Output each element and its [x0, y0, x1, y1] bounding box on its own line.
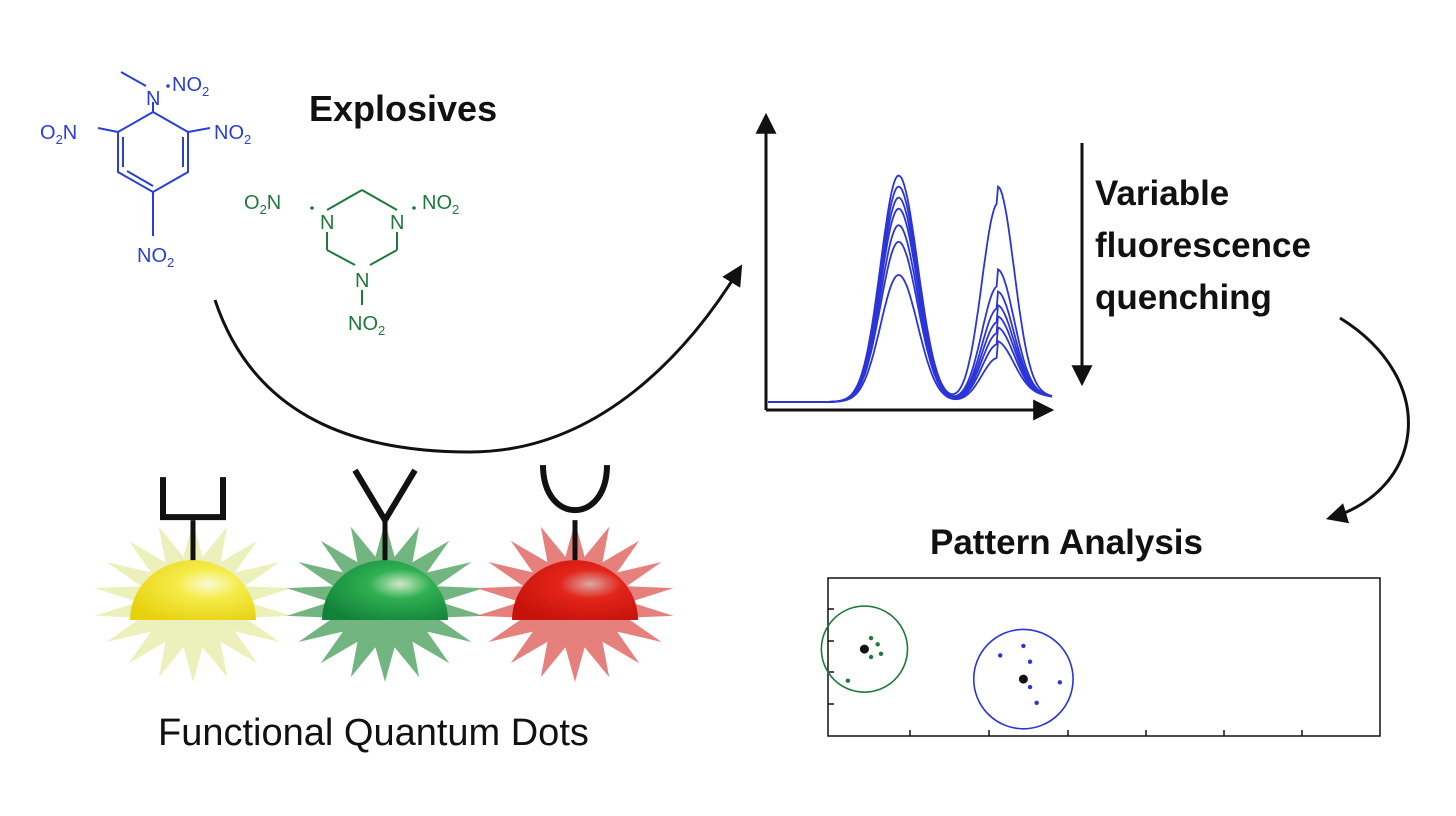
- spectrum-series-7: [768, 274, 1053, 403]
- qd-2-dome: [322, 560, 448, 620]
- qd-1-receptor: [160, 477, 226, 521]
- spectrum-series-group: [768, 174, 1053, 403]
- rdx-o2n-left-n: N: [267, 192, 281, 214]
- spectrum-series-1: [768, 174, 1053, 403]
- svg-text:O2N: O2N: [244, 192, 281, 217]
- tetryl-no2-right-sub: 2: [244, 132, 251, 147]
- pattern-axis-ticks: [828, 608, 1303, 736]
- tetryl-methyl-bond: [120, 71, 147, 87]
- svg-text:NO2: NO2: [422, 192, 459, 217]
- tetryl-no2-right: NO: [214, 122, 244, 144]
- functional-qd-label: Functional Quantum Dots: [158, 712, 589, 754]
- pattern-plot-frame: [827, 577, 1381, 737]
- cluster-1-point: [868, 654, 874, 660]
- tetryl-benzene-ring: [117, 110, 189, 194]
- qd-3-receptor: [540, 465, 610, 514]
- rdx-no2-right-sub: 2: [452, 202, 459, 217]
- tetryl-double-bond: [126, 170, 154, 187]
- svg-text:O2N: O2N: [40, 122, 77, 147]
- tetryl-o2n-left-sub: 2: [56, 132, 63, 147]
- tetryl-o2n-left: O: [40, 122, 56, 144]
- rdx-ring-bond: [326, 249, 356, 266]
- rdx-dot: [310, 206, 314, 210]
- pattern-analysis-label: Pattern Analysis: [930, 523, 1203, 562]
- svg-text:NO2: NO2: [214, 122, 251, 147]
- rdx-n-left: N: [320, 212, 334, 234]
- cluster-2-point: [1057, 680, 1063, 685]
- tetryl-bond: [187, 127, 211, 133]
- cluster-2-point: [1027, 659, 1033, 664]
- tetryl-o2n-left-n: N: [63, 122, 77, 144]
- flow-arrow-spectrum-to-pattern: [1325, 316, 1410, 524]
- rdx-o2n-left: O: [244, 192, 260, 214]
- tetryl-no2-top-sub: 2: [202, 84, 209, 99]
- cluster-2-centroid: [1018, 674, 1028, 684]
- tetryl-no2-bottom: NO: [137, 245, 167, 267]
- tetryl-molecule: [97, 71, 211, 236]
- cluster-1-point: [878, 651, 884, 657]
- rdx-n-right: N: [390, 212, 404, 234]
- svg-text:NO2: NO2: [348, 313, 385, 338]
- rdx-no2-right: NO: [422, 192, 452, 214]
- explosives-label: Explosives: [309, 88, 497, 129]
- svg-text:NO2: NO2: [172, 74, 209, 99]
- rdx-no2-bottom-sub: 2: [378, 323, 385, 338]
- rdx-n-bottom: N: [355, 270, 369, 292]
- flow-arrow-explosives-to-spectrum: [213, 264, 743, 454]
- quantum-dots-group: [94, 465, 674, 682]
- cluster-2-point: [998, 653, 1003, 658]
- qd-2-receptor: [352, 468, 418, 526]
- quantum-dot-2: [286, 468, 484, 682]
- quenching-label-line2: fluorescence: [1095, 226, 1311, 265]
- cluster-1-point: [868, 635, 874, 641]
- cluster-2-point: [1034, 700, 1039, 706]
- quantum-dot-1: [94, 477, 292, 682]
- rdx-ring-bond: [361, 189, 398, 211]
- tetryl-bond: [97, 127, 119, 133]
- qd-3-dome: [512, 560, 638, 620]
- cluster-1-point: [845, 678, 851, 683]
- rdx-no2-bottom: NO: [348, 313, 378, 335]
- quenching-label-line1: Variable: [1095, 174, 1229, 213]
- cluster-1-centroid: [859, 644, 869, 654]
- tetryl-amine-n: N: [146, 88, 160, 110]
- rdx-molecule: [310, 189, 416, 305]
- rdx-o2n-left-sub: 2: [260, 202, 267, 217]
- cluster-2-point: [1027, 684, 1033, 690]
- qd-1-dome: [130, 560, 256, 620]
- rdx-dot: [412, 206, 416, 210]
- cluster-1-point: [875, 642, 880, 647]
- tetryl-no2-bottom-sub: 2: [167, 255, 174, 270]
- spectrum-chart: [755, 112, 1055, 421]
- quantum-dot-3: [476, 465, 674, 682]
- pattern-chart: [820, 577, 1381, 737]
- tetryl-dot: [166, 84, 170, 88]
- svg-text:NO2: NO2: [137, 245, 174, 270]
- tetryl-no2-top: NO: [172, 74, 202, 96]
- cluster-1-ellipse: [820, 605, 909, 693]
- rdx-ring-bond: [326, 189, 363, 211]
- cluster-2-point: [1021, 643, 1026, 649]
- cluster-2-ellipse: [972, 628, 1074, 730]
- rdx-ring-bond: [369, 249, 398, 266]
- quenching-label-line3: quenching: [1095, 278, 1272, 317]
- pattern-clusters-group: [820, 605, 1074, 730]
- spectrum-series-6: [768, 240, 1053, 403]
